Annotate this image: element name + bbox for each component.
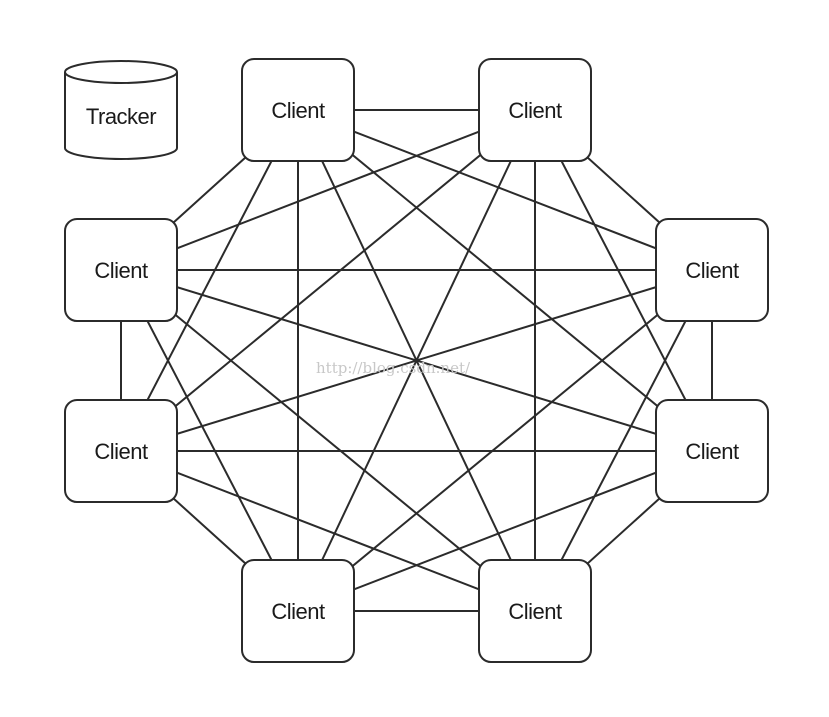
client-label: Client <box>508 599 562 624</box>
client-node: Client <box>64 218 178 322</box>
tracker-label: Tracker <box>86 104 156 129</box>
client-node: Client <box>478 559 592 663</box>
client-node: Client <box>64 399 178 503</box>
client-label: Client <box>508 98 562 123</box>
client-node: Client <box>655 399 769 503</box>
client-label: Client <box>271 599 325 624</box>
client-label: Client <box>685 258 739 283</box>
connection-line <box>297 269 713 612</box>
connection-line <box>120 109 299 452</box>
connection-line <box>297 109 713 271</box>
client-box <box>478 559 592 663</box>
connection-line <box>297 450 713 612</box>
client-box <box>655 218 769 322</box>
client-box <box>478 58 592 162</box>
connection-line <box>120 109 536 271</box>
tracker-node: Tracker <box>64 60 178 160</box>
client-box <box>64 218 178 322</box>
watermark-text: http://blog.csdn.net/ <box>316 359 471 377</box>
connection-line <box>534 269 713 612</box>
tracker-cylinder-top <box>64 60 178 84</box>
client-label: Client <box>685 439 739 464</box>
client-node: Client <box>655 218 769 322</box>
connection-line <box>120 269 536 612</box>
connection-line <box>120 269 299 612</box>
client-box <box>241 58 355 162</box>
client-box <box>64 399 178 503</box>
client-label: Client <box>94 439 148 464</box>
client-box <box>241 559 355 663</box>
client-box <box>655 399 769 503</box>
connection-line <box>120 450 536 612</box>
connection-line <box>120 109 536 452</box>
client-node: Client <box>241 559 355 663</box>
connection-line <box>120 269 713 452</box>
client-node: Client <box>478 58 592 162</box>
connection-line <box>297 109 713 452</box>
client-label: Client <box>94 258 148 283</box>
connection-line <box>534 109 713 452</box>
client-label: Client <box>271 98 325 123</box>
client-node: Client <box>241 58 355 162</box>
tracker-cylinder-body <box>64 72 178 160</box>
